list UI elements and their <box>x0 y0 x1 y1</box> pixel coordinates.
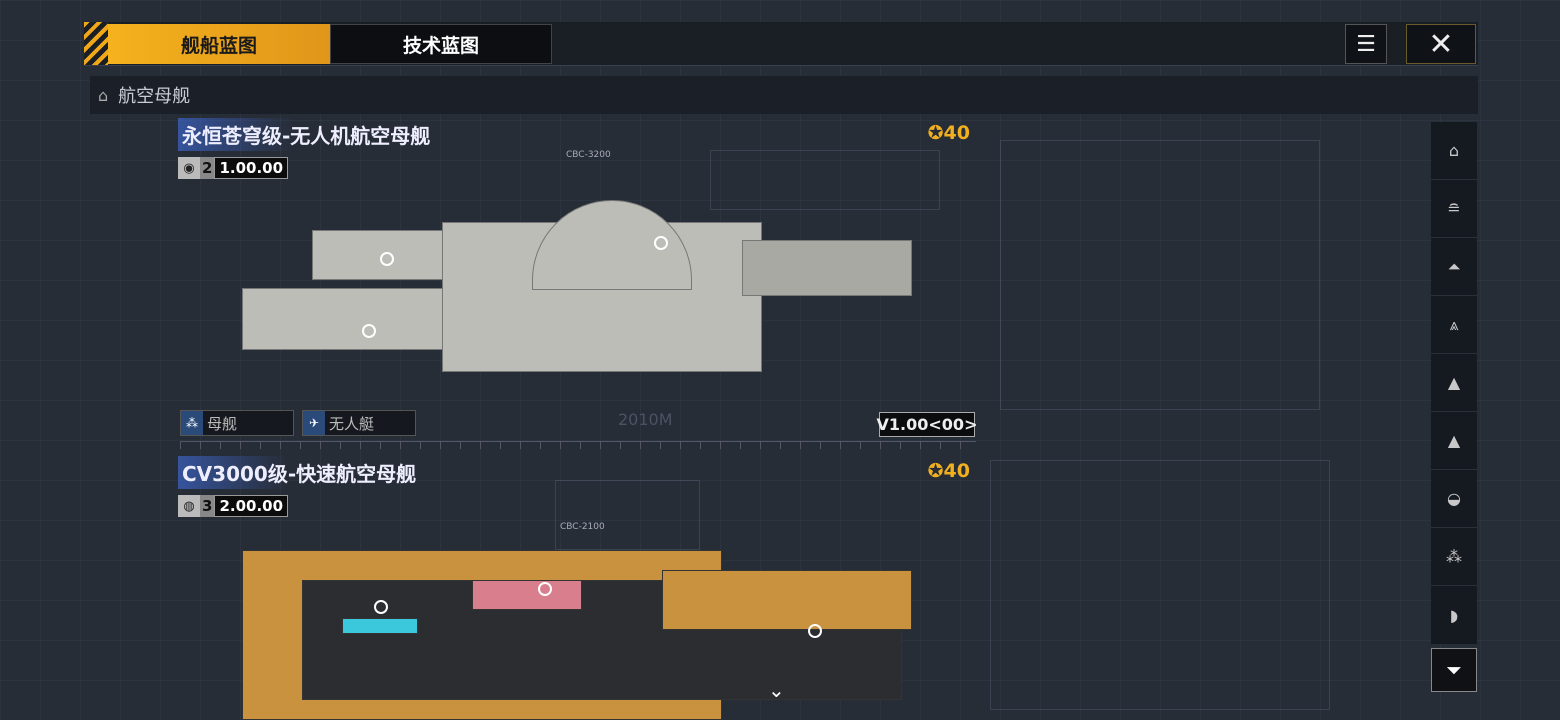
price-value: 1.00.00 <box>214 157 289 179</box>
mothership-icon: ⁂ <box>181 411 203 435</box>
ship-price: ◉ 2 1.00.00 <box>178 157 978 179</box>
auxiliary-icon[interactable]: ◒ <box>1431 470 1477 528</box>
scroll-down-icon[interactable]: ⌄ <box>768 678 785 702</box>
ship-model[interactable] <box>242 200 914 378</box>
close-icon: ✕ <box>1428 26 1454 62</box>
blueprint-schematic <box>990 460 1330 710</box>
ship-model[interactable] <box>242 520 918 720</box>
battlecruiser-icon[interactable]: ≘ <box>1431 180 1477 238</box>
rank-value: 40 <box>943 122 970 144</box>
tag-label: 无人艇 <box>329 414 375 433</box>
rank-value: 40 <box>943 460 970 482</box>
hardpoint-marker[interactable] <box>380 252 394 266</box>
notes-button[interactable]: ☰ <box>1345 24 1387 64</box>
tier: 2 <box>200 157 215 179</box>
ship-name: CV3000级-快速航空母舰 <box>178 456 421 489</box>
hardpoint-marker[interactable] <box>362 324 376 338</box>
ship-class-filter-bar: ⌂ ≘ ⏶ ⩓ ▲ ▲ ◒ ⁂ ◗ <box>1431 122 1477 644</box>
price-value: 2.00.00 <box>214 495 289 517</box>
filter-button[interactable]: ⏷ <box>1431 648 1477 692</box>
corvette-icon[interactable]: ▲ <box>1431 412 1477 470</box>
close-button[interactable]: ✕ <box>1406 24 1476 64</box>
destroyer-icon[interactable]: ⩓ <box>1431 296 1477 354</box>
fighter-icon[interactable]: ⁂ <box>1431 528 1477 586</box>
hardpoint-marker[interactable] <box>654 236 668 250</box>
category-bar: ⌂ 航空母舰 <box>90 76 1478 114</box>
category-label: 航空母舰 <box>118 86 191 107</box>
ship-length: 2010M <box>618 410 673 429</box>
rank-badge: ✪40 <box>927 460 970 482</box>
rank-badge: ✪40 <box>927 122 970 144</box>
dome-icon[interactable]: ◗ <box>1449 605 1459 625</box>
frigate-icon[interactable]: ▲ <box>1431 354 1477 412</box>
document-list-icon: ☰ <box>1356 31 1376 57</box>
version-label: V1.00<00> <box>877 412 977 437</box>
cruiser-icon[interactable]: ⏶ <box>1431 238 1477 296</box>
ship-price: ◍ 3 2.00.00 <box>178 495 978 517</box>
tab-ship-blueprint[interactable]: 舰船蓝图 <box>108 24 330 64</box>
hazard-stripe <box>84 22 108 65</box>
ship-card[interactable]: CV3000级-快速航空母舰 ◍ 3 2.00.00 ✪40 <box>178 456 978 517</box>
hardpoint-marker[interactable] <box>808 624 822 638</box>
carrier-icon: ⌂ <box>98 85 109 105</box>
ship-card[interactable]: 永恒苍穹级-无人机航空母舰 ◉ 2 1.00.00 ✪40 <box>178 118 978 179</box>
drone-icon: ✈ <box>303 411 325 435</box>
hardpoint-marker[interactable] <box>374 600 388 614</box>
carrier-icon[interactable]: ⌂ <box>1431 122 1477 180</box>
tag-mothership: ⁂母舰 <box>180 410 294 436</box>
component-code: CBC-3200 <box>566 150 611 160</box>
scale-ruler <box>180 441 976 449</box>
blueprint-schematic <box>555 480 700 550</box>
component-code: CBC-2100 <box>560 522 605 532</box>
tag-label: 母舰 <box>207 414 238 433</box>
tier: 3 <box>200 495 215 517</box>
hardpoint-marker[interactable] <box>538 582 552 596</box>
tab-tech-blueprint[interactable]: 技术蓝图 <box>330 24 552 64</box>
blueprint-schematic <box>710 150 940 210</box>
filter-icon: ⏷ <box>1446 658 1462 682</box>
resource-icon: ◉ <box>178 157 200 179</box>
ship-name: 永恒苍穹级-无人机航空母舰 <box>178 118 435 151</box>
globe-icon: ◍ <box>178 495 200 517</box>
tag-drone: ✈无人艇 <box>302 410 416 436</box>
blueprint-schematic <box>1000 140 1320 410</box>
